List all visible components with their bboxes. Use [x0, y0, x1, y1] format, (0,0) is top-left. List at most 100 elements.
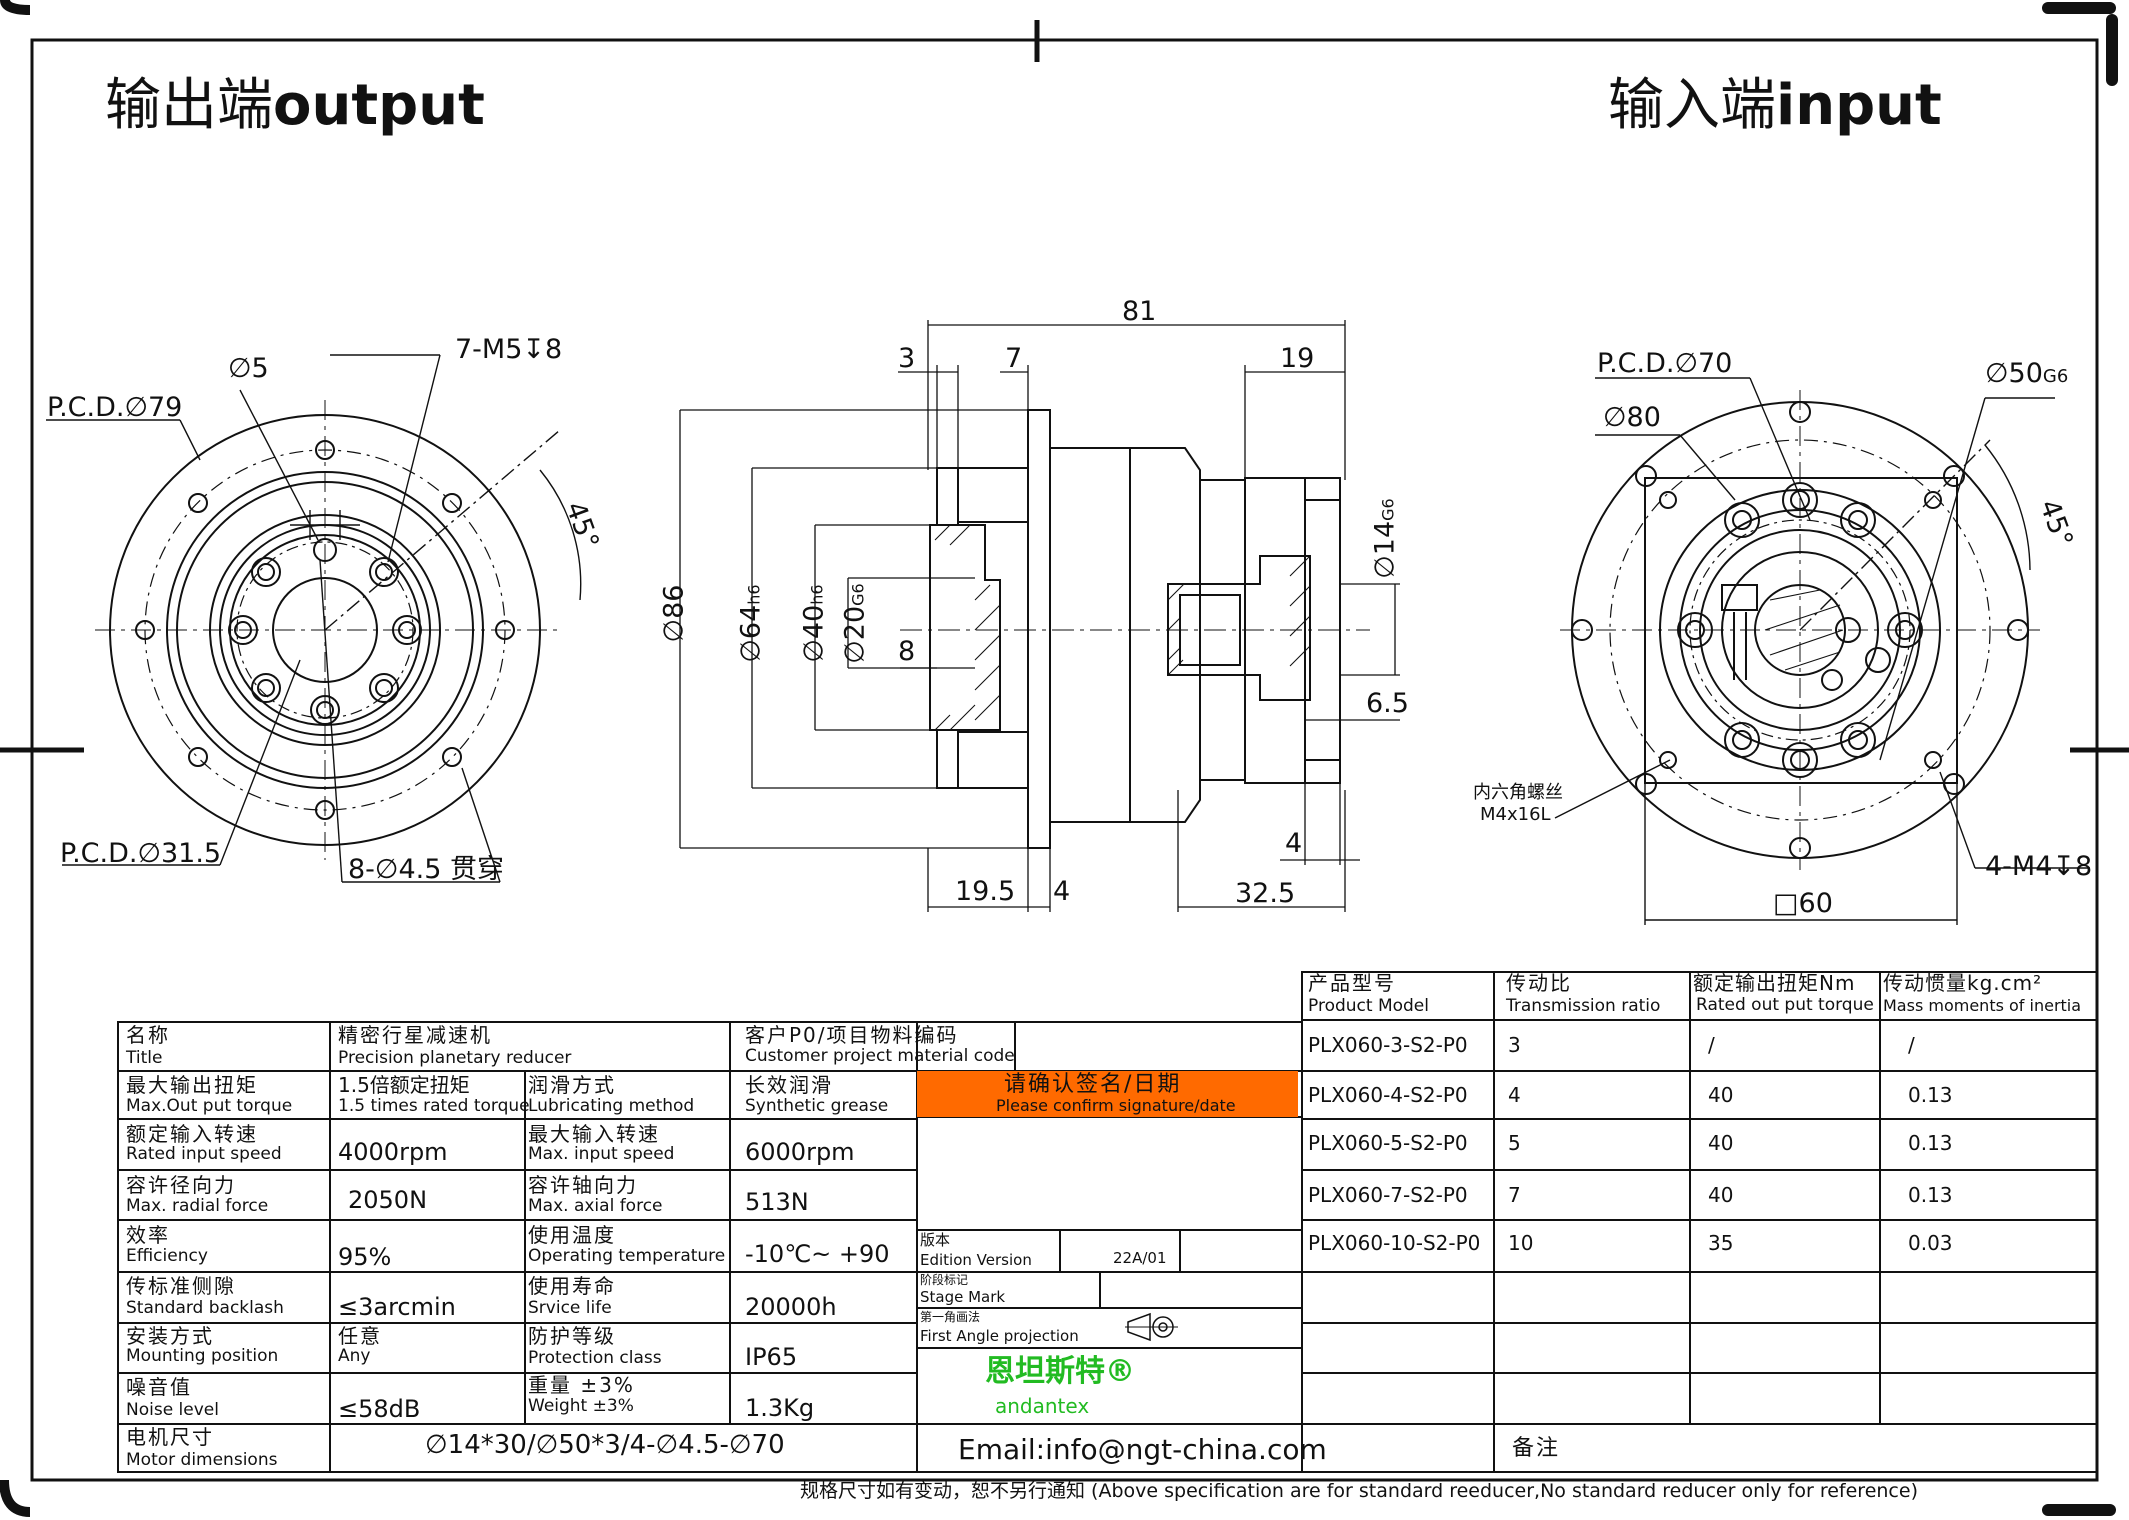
remark-label: 备注: [1512, 1436, 1561, 1461]
noise-value: ≤58dB: [338, 1395, 421, 1423]
axial-force-label-en: Max. axial force: [528, 1196, 663, 1216]
ratio-header-en: Transmission ratio: [1506, 996, 1661, 1016]
table-row-inertia: 0.13: [1908, 1183, 1953, 1207]
material-code-label-cn: 客户P0/项目物料编码: [745, 1023, 959, 1047]
confirm-label-cn: 请确认签名/日期: [1004, 1072, 1182, 1097]
table-row-inertia: 0.13: [1908, 1083, 1953, 1107]
axial-force-label-cn: 容许轴向力: [528, 1173, 638, 1197]
output-shaft-holes: [228, 538, 422, 725]
radial-force-label-cn: 容许径向力: [126, 1173, 236, 1197]
dim-dia-50: ∅50G6: [1985, 358, 2069, 389]
dim-dia-20: ∅20G6: [839, 583, 871, 664]
dim-length-4-flange: 4: [1053, 876, 1071, 907]
dim-length-19: 19: [1280, 343, 1315, 374]
dim-dia-40: ∅40h6: [798, 584, 830, 663]
lubrication-label-cn: 润滑方式: [528, 1073, 616, 1097]
table-row-model: PLX060-5-S2-P0: [1308, 1131, 1468, 1155]
inertia-header-en: Mass moments of inertia: [1883, 996, 2082, 1015]
brand-logo-cn: 恩坦斯特®: [985, 1354, 1135, 1389]
stage-label-cn: 阶段标记: [920, 1273, 969, 1287]
dim-through-holes: 8-∅4.5 贯穿: [348, 854, 504, 885]
max-input-speed-value: 6000rpm: [745, 1138, 855, 1166]
dim-length-4-input: 4: [1285, 828, 1303, 859]
protection-value: IP65: [745, 1343, 798, 1371]
service-life-label-cn: 使用寿命: [528, 1274, 616, 1298]
noise-label-en: Noise level: [126, 1400, 219, 1420]
dim-square-60: □60: [1773, 888, 1833, 919]
mounting-value-en: Any: [338, 1346, 371, 1366]
mounting-label-cn: 安装方式: [126, 1324, 214, 1348]
max-output-torque-value-en: 1.5 times rated torque: [338, 1096, 530, 1116]
torque-header-en: Rated out put torque: [1696, 995, 1874, 1015]
title-value-cn: 精密行星减速机: [338, 1023, 492, 1047]
dim-m5-thread: 7-M5↧8: [455, 334, 563, 365]
dim-length-19-5: 19.5: [955, 876, 1016, 907]
input-square-holes: [1659, 491, 1942, 769]
brand-logo-en: andantex: [995, 1394, 1090, 1418]
input-leaders: [1554, 377, 2090, 925]
screw-label-en: M4x16L: [1480, 804, 1551, 825]
dim-dia-86: ∅86: [658, 584, 690, 643]
table-row-inertia: 0.13: [1908, 1131, 1953, 1155]
rated-input-speed-label-cn: 额定输入转速: [126, 1122, 258, 1146]
dim-d5: ∅5: [228, 353, 269, 384]
output-view: [46, 354, 582, 883]
title-label-cn: 名称: [126, 1023, 170, 1047]
axial-force-value: 513N: [745, 1188, 809, 1216]
max-output-torque-label-en: Max.Out put torque: [126, 1096, 293, 1116]
screw-label-cn: 内六角螺丝: [1473, 782, 1563, 803]
operating-temp-value: -10℃~ +90: [745, 1240, 890, 1268]
output-leaders: [46, 354, 582, 883]
backlash-value: ≤3arcmin: [338, 1293, 456, 1321]
ratio-header-cn: 传动比: [1506, 971, 1572, 995]
dim-pcd70: P.C.D.∅70: [1597, 348, 1733, 379]
dim-length-6-5: 6.5: [1366, 688, 1409, 719]
weight-label-en: Weight ±3%: [528, 1396, 634, 1416]
dim-dia-64: ∅64h6: [735, 584, 767, 663]
motor-dimensions-label-en: Motor dimensions: [126, 1450, 278, 1470]
side-view: [679, 320, 1400, 912]
mounting-value-cn: 任意: [338, 1324, 382, 1348]
table-row-ratio: 5: [1508, 1131, 1521, 1155]
table-row-ratio: 7: [1508, 1183, 1521, 1207]
output-flange-holes: [135, 440, 515, 820]
table-row-ratio: 4: [1508, 1083, 1521, 1107]
footer-disclaimer: 规格尺寸如有变动，恕不另行通知 (Above specification are…: [800, 1480, 1918, 1502]
max-output-torque-value-cn: 1.5倍额定扭矩: [338, 1073, 470, 1097]
backlash-label-cn: 传标准侧隙: [126, 1274, 236, 1298]
title-label-en: Title: [126, 1048, 163, 1068]
input-view-title: 输入端input: [1608, 73, 1942, 138]
rated-input-speed-label-en: Rated input speed: [126, 1144, 282, 1164]
edition-label-en: Edition Version: [920, 1251, 1032, 1269]
table-row-model: PLX060-4-S2-P0: [1308, 1083, 1468, 1107]
backlash-label-en: Standard backlash: [126, 1298, 284, 1318]
table-row-torque: 40: [1708, 1183, 1734, 1207]
dim-m4-thread: 4-M4↧8: [1985, 851, 2093, 882]
table-row-model: PLX060-7-S2-P0: [1308, 1183, 1468, 1207]
table-row-inertia: /: [1908, 1033, 1915, 1057]
table-row-model: PLX060-3-S2-P0: [1308, 1033, 1468, 1057]
material-code-label-en: Customer project material code: [745, 1046, 1015, 1066]
contact-email[interactable]: Email:info@ngt-china.com: [958, 1433, 1327, 1466]
rated-input-speed-value: 4000rpm: [338, 1138, 448, 1166]
dim-dia-14: ∅14G6: [1369, 498, 1401, 579]
title-block-grid: [117, 1021, 1303, 1473]
confirm-label-en: Please confirm signature/date: [996, 1096, 1236, 1115]
table-row-ratio: 3: [1508, 1033, 1521, 1057]
stage-label-en: Stage Mark: [920, 1288, 1006, 1306]
motor-dimensions-label-cn: 电机尺寸: [126, 1425, 214, 1449]
protection-label-en: Protection class: [528, 1348, 662, 1368]
title-value-en: Precision planetary reducer: [338, 1048, 572, 1068]
side-dimension-lines: [679, 320, 1400, 912]
table-row-torque: 40: [1708, 1131, 1734, 1155]
protection-label-cn: 防护等级: [528, 1324, 616, 1348]
efficiency-label-en: Efficiency: [126, 1246, 208, 1266]
dim-length-81: 81: [1122, 296, 1157, 327]
table-row-torque: 40: [1708, 1083, 1734, 1107]
max-output-torque-label-cn: 最大输出扭矩: [126, 1073, 258, 1097]
input-flange-holes: [1571, 401, 2029, 859]
mounting-label-en: Mounting position: [126, 1346, 279, 1366]
confirm-signature-cell: [917, 1071, 1298, 1117]
efficiency-label-cn: 效率: [126, 1223, 170, 1247]
